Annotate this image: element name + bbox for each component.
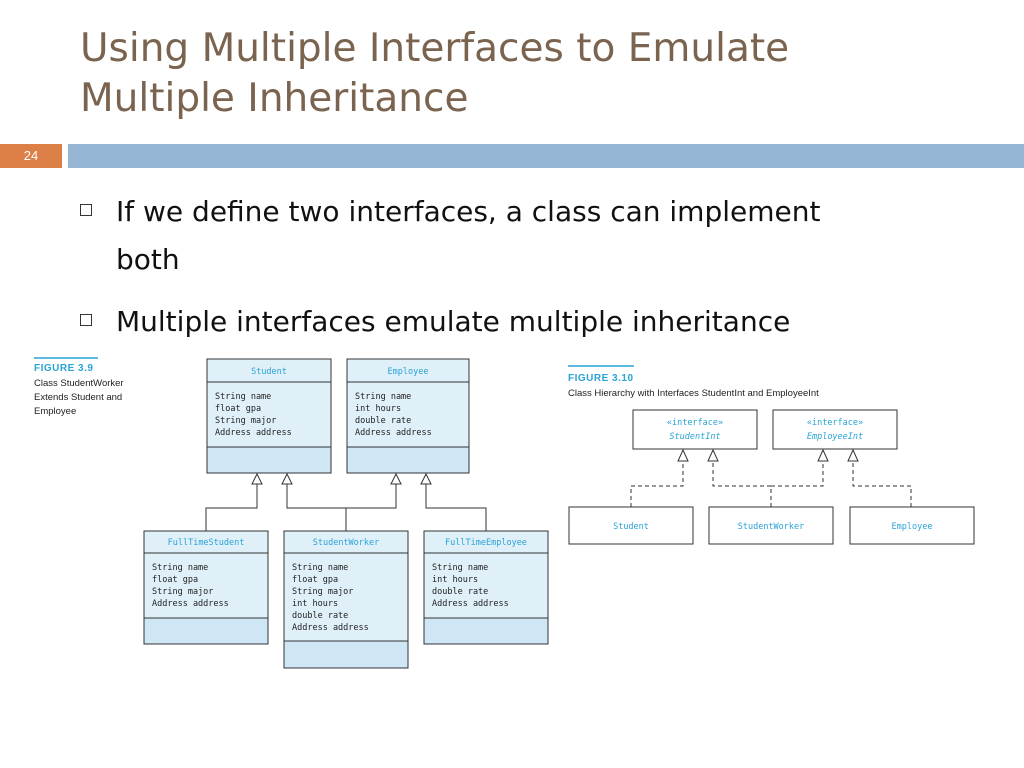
class-name: Student — [251, 367, 287, 377]
title-line-1: Using Multiple Interfaces to Emulate — [80, 26, 790, 71]
class-field: double rate — [292, 611, 348, 621]
class-field: Address address — [215, 428, 292, 438]
class-box-student: Student String name float gpa String maj… — [206, 358, 332, 474]
class-field: String major — [152, 587, 213, 597]
figure-3-10-caption: Class Hierarchy with Interfaces StudentI… — [568, 388, 819, 399]
class-name: Employee — [892, 522, 933, 532]
class-field: Address address — [152, 599, 229, 609]
class-field: Address address — [355, 428, 432, 438]
slide-number: 24 — [0, 144, 62, 168]
figure-3-9-caption-line: Extends Student and — [34, 392, 122, 403]
figure-3-9-caption-line: Employee — [34, 406, 76, 417]
interface-name: StudentInt — [669, 432, 720, 442]
bullet-square-icon — [80, 314, 92, 326]
generalization-arrow-icon — [251, 472, 263, 485]
class-box-studentworker: StudentWorker String name float gpa Stri… — [283, 530, 409, 669]
class-field: float gpa — [215, 404, 261, 414]
class-field: double rate — [355, 416, 411, 426]
bullet-square-icon — [80, 204, 92, 216]
class-field: String name — [432, 563, 488, 573]
bullet-1-line-2: both — [116, 243, 180, 276]
class-field: Address address — [292, 623, 369, 633]
class-field: Address address — [432, 599, 509, 609]
class-name: StudentWorker — [313, 538, 380, 548]
interface-box-employeeint: «interface» EmployeeInt — [772, 409, 898, 450]
generalization-arrow-icon — [390, 472, 402, 485]
class-field: String name — [292, 563, 348, 573]
bullet-2-line-1: Multiple interfaces emulate multiple inh… — [116, 305, 791, 338]
class-field: int hours — [432, 575, 478, 585]
class-box-employee: Employee — [849, 506, 975, 545]
bullet-1-line-1: If we define two interfaces, a class can… — [116, 195, 821, 228]
generalization-arrow-icon — [420, 472, 432, 485]
class-field: String name — [152, 563, 208, 573]
class-box-studentworker: StudentWorker — [708, 506, 834, 545]
class-name: Student — [613, 522, 649, 532]
class-name: FullTimeEmployee — [445, 538, 527, 548]
figure-3-10: FIGURE 3.10 Class Hierarchy with Interfa… — [568, 365, 975, 545]
class-field: float gpa — [152, 575, 198, 585]
realization-arrow-icon — [817, 448, 829, 462]
figure-3-9-caption-line: Class StudentWorker — [34, 378, 124, 389]
class-name: Employee — [388, 367, 429, 377]
inheritance-connectors — [205, 484, 487, 531]
class-name: FullTimeStudent — [168, 538, 245, 548]
class-field: String name — [355, 392, 411, 402]
interface-name: EmployeeInt — [807, 432, 863, 442]
realization-arrow-icon — [707, 448, 719, 462]
class-field: int hours — [355, 404, 401, 414]
interface-stereotype: «interface» — [807, 418, 863, 428]
class-field: String major — [215, 416, 276, 426]
class-field: String major — [292, 587, 353, 597]
title-divider-band — [68, 144, 1024, 168]
interface-stereotype: «interface» — [667, 418, 723, 428]
figure-3-9: FIGURE 3.9 Class StudentWorker Extends S… — [34, 357, 549, 669]
class-box-fulltimestudent: FullTimeStudent String name float gpa St… — [143, 530, 269, 645]
class-box-student: Student — [568, 506, 694, 545]
slide-title: Using Multiple Interfaces to Emulate Mul… — [80, 24, 980, 124]
realization-arrow-icon — [677, 448, 689, 462]
class-field: float gpa — [292, 575, 338, 585]
class-field: double rate — [432, 587, 488, 597]
class-field: String name — [215, 392, 271, 402]
figure-3-9-label: FIGURE 3.9 — [34, 363, 93, 374]
title-line-2: Multiple Inheritance — [80, 76, 469, 121]
realization-arrowheads — [677, 448, 859, 462]
inheritance-arrowheads — [251, 472, 432, 485]
class-field: int hours — [292, 599, 338, 609]
generalization-arrow-icon — [281, 472, 293, 485]
class-box-employee: Employee String name int hours double ra… — [346, 358, 470, 474]
figure-3-10-label: FIGURE 3.10 — [568, 373, 634, 384]
interface-box-studentint: «interface» StudentInt — [632, 409, 758, 450]
realization-arrow-icon — [847, 448, 859, 462]
class-name: StudentWorker — [738, 522, 805, 532]
class-box-fulltimeemployee: FullTimeEmployee String name int hours d… — [423, 530, 549, 645]
realization-connectors — [630, 461, 912, 507]
